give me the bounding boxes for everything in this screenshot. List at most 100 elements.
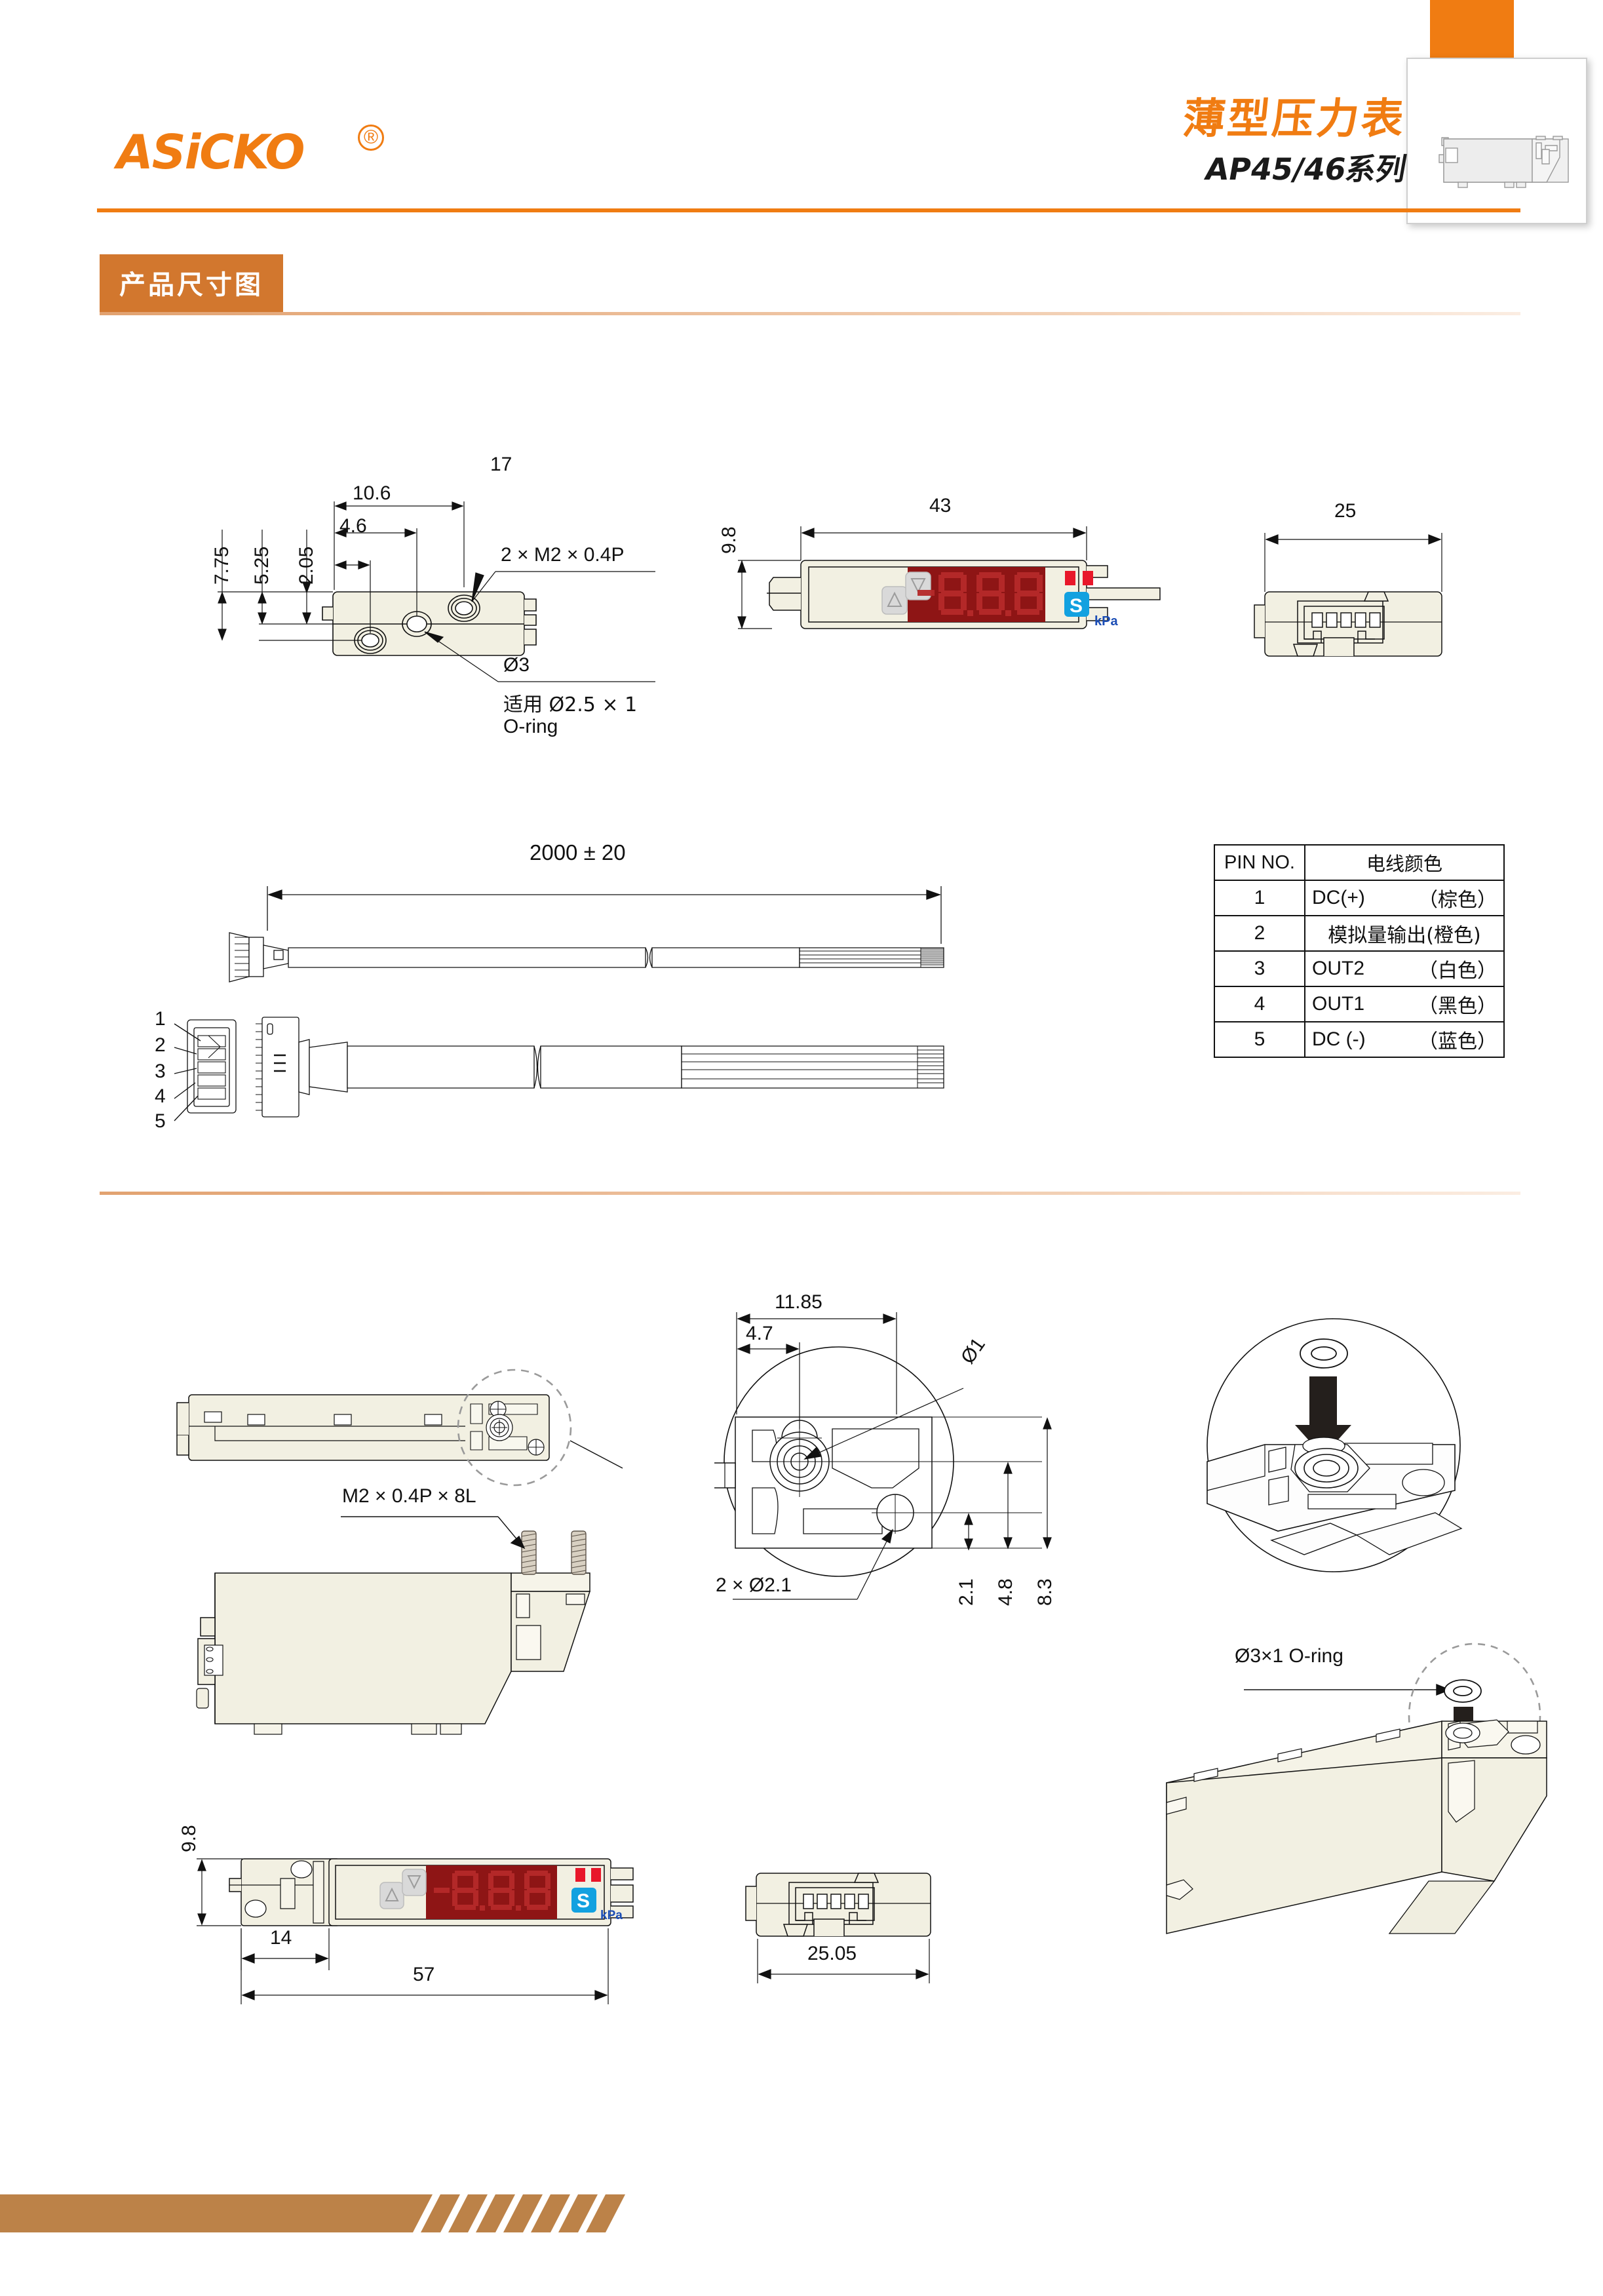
table-row: 3 OUT2 （白色） bbox=[1214, 950, 1505, 987]
pin-callout-2: 2 bbox=[155, 1034, 166, 1056]
cell-pin: 1 bbox=[1214, 880, 1305, 916]
wire-signal: 模拟量输出 bbox=[1328, 924, 1427, 947]
cell-wire: OUT1 （黑色） bbox=[1304, 986, 1505, 1022]
set-button-label: S bbox=[1070, 595, 1083, 617]
dim-57: 57 bbox=[413, 1964, 435, 1985]
set-button-label-bottom: S bbox=[577, 1890, 590, 1912]
th-wire-color: 电线颜色 bbox=[1304, 844, 1505, 881]
dim-2-1: 2.1 bbox=[956, 1578, 977, 1606]
brand-logo: ASiCKO ® bbox=[117, 125, 392, 191]
page-footer bbox=[0, 2194, 625, 2232]
bottom-left-svg bbox=[197, 1858, 634, 2004]
drawing-bottom-rail-view bbox=[164, 1363, 623, 1491]
product-thumbnail bbox=[1406, 58, 1587, 224]
page-title-cn: 薄型压力表 bbox=[1180, 95, 1409, 144]
logo-wordmark: ASiCKO bbox=[117, 125, 305, 180]
table-row: 4 OUT1 （黑色） bbox=[1214, 986, 1505, 1022]
table-row: 2 模拟量输出 (橙色) bbox=[1214, 915, 1505, 952]
section-title-chip: 产品尺寸图 bbox=[100, 254, 283, 312]
oring-detail-svg bbox=[1207, 1318, 1463, 1572]
table-header-row: PIN NO. 电线颜色 bbox=[1214, 844, 1505, 881]
dim-4-7: 4.7 bbox=[746, 1323, 773, 1344]
top-view-svg bbox=[218, 501, 655, 682]
header-divider bbox=[97, 208, 1520, 212]
cell-wire: OUT2 （白色） bbox=[1304, 950, 1505, 987]
display-unit-label-bottom: kPa bbox=[600, 1909, 623, 1922]
drawing-side-view-with-bracket: 9.8 14 57 S kPa bbox=[164, 1825, 636, 2035]
table-row: 5 DC (-) （蓝色） bbox=[1214, 1021, 1505, 1058]
wire-color: (橙色) bbox=[1426, 924, 1481, 947]
wire-signal: OUT1 bbox=[1312, 993, 1365, 1015]
dim-4-6: 4.6 bbox=[339, 515, 367, 537]
cell-pin: 5 bbox=[1214, 1021, 1305, 1058]
cell-pin: 4 bbox=[1214, 986, 1305, 1022]
label-oring-spec: 适用 Ø2.5 × 1 bbox=[503, 693, 638, 716]
dim-10-6: 10.6 bbox=[353, 482, 391, 504]
dim-11-85: 11.85 bbox=[775, 1291, 822, 1313]
drawing-port-detail-enlarged: 11.85 4.7 2.1 4.8 8.3 Ø1 2 × Ø2.1 bbox=[675, 1272, 1081, 1616]
rear-view-svg bbox=[1254, 533, 1442, 657]
wire-color: （蓝色） bbox=[1418, 1030, 1497, 1053]
dim-5-25: 5.25 bbox=[251, 546, 273, 585]
th-pin-no: PIN NO. bbox=[1214, 844, 1305, 881]
wire-signal: DC(+) bbox=[1312, 887, 1365, 908]
dim-25-05: 25.05 bbox=[807, 1943, 857, 1964]
dim-cable-length: 2000 ± 20 bbox=[530, 840, 626, 865]
drawing-side-body-view: M2 × 0.4P × 8L bbox=[157, 1485, 629, 1786]
dim-9-8-side: 9.8 bbox=[178, 1825, 200, 1852]
drawing-oring-install-detail bbox=[1173, 1304, 1566, 1589]
label-thread-m2: 2 × M2 × 0.4P bbox=[501, 544, 625, 566]
wire-signal: DC (-) bbox=[1312, 1028, 1366, 1050]
pin-callout-3: 3 bbox=[155, 1060, 166, 1082]
drawing-front-view-display: 43 9.8 S kPa bbox=[701, 488, 1161, 662]
label-mount-holes: 2 × Ø2.1 bbox=[716, 1574, 792, 1596]
drawing-iso-body-oring: Ø3×1 O-ring bbox=[1166, 1593, 1599, 2015]
dim-25: 25 bbox=[1334, 500, 1357, 522]
drawing-cable-assembly: 2000 ± 20 1 2 3 4 5 bbox=[155, 840, 1088, 1132]
pin-callout-5: 5 bbox=[155, 1110, 166, 1132]
registered-trademark-icon: ® bbox=[358, 125, 384, 151]
display-unit-label: kPa bbox=[1094, 614, 1118, 629]
pin-callout-4: 4 bbox=[155, 1085, 166, 1107]
dim-17: 17 bbox=[490, 454, 512, 475]
section-title: 产品尺寸图 bbox=[100, 254, 283, 312]
dim-8-3: 8.3 bbox=[1034, 1578, 1056, 1606]
dim-2-05: 2.05 bbox=[296, 546, 317, 585]
front-view-svg bbox=[737, 526, 1161, 629]
pin-callout-1: 1 bbox=[155, 1008, 166, 1030]
cell-pin: 3 bbox=[1214, 950, 1305, 987]
detail-svg bbox=[714, 1312, 1052, 1600]
wire-color: （黑色） bbox=[1418, 995, 1497, 1018]
drawing-rear-view-connector: 25 bbox=[1199, 495, 1481, 662]
drawing-bottom-connector-view: 25.05 bbox=[708, 1855, 983, 2022]
dim-4-8: 4.8 bbox=[995, 1578, 1016, 1606]
section-divider bbox=[100, 312, 1520, 315]
dim-43: 43 bbox=[929, 495, 952, 516]
drawing-top-view-port-face: 17 10.6 4.6 7.75 5.25 2.05 2 × M2 × 0.4P… bbox=[157, 454, 655, 757]
cell-wire: 模拟量输出 (橙色) bbox=[1304, 915, 1505, 952]
page-title-model: AP45/46系列 bbox=[1202, 151, 1410, 187]
dim-9-8-front: 9.8 bbox=[718, 526, 740, 554]
bottom-connector-svg bbox=[745, 1873, 931, 1983]
dim-7-75: 7.75 bbox=[211, 546, 233, 585]
cable-svg bbox=[174, 886, 944, 1121]
table-row: 1 DC(+) （棕色） bbox=[1214, 880, 1505, 916]
label-oring-type: O-ring bbox=[503, 716, 558, 737]
page-header: 薄型压力表 AP45/46系列 ASiCKO ® bbox=[0, 0, 1603, 224]
mid-section-divider bbox=[100, 1192, 1520, 1195]
wire-color: （棕色） bbox=[1418, 889, 1497, 912]
iso-body-svg bbox=[1166, 1643, 1547, 1934]
label-screw-spec: M2 × 0.4P × 8L bbox=[342, 1485, 476, 1507]
wire-signal: OUT2 bbox=[1312, 958, 1365, 979]
cell-wire: DC (-) （蓝色） bbox=[1304, 1021, 1505, 1058]
cell-pin: 2 bbox=[1214, 915, 1305, 952]
product-photo-icon bbox=[1439, 136, 1569, 188]
wire-color: （白色） bbox=[1418, 960, 1497, 983]
label-oring-detail: Ø3×1 O-ring bbox=[1235, 1645, 1343, 1667]
dim-14: 14 bbox=[270, 1927, 292, 1949]
label-bore-dia3: Ø3 bbox=[503, 654, 530, 676]
cell-wire: DC(+) （棕色） bbox=[1304, 880, 1505, 916]
footer-stripe-bar bbox=[0, 2194, 625, 2232]
rail-svg bbox=[176, 1369, 623, 1487]
pin-assignment-table: PIN NO. 电线颜色 1 DC(+) （棕色） 2 模拟量输出 (橙色) bbox=[1214, 844, 1505, 1058]
